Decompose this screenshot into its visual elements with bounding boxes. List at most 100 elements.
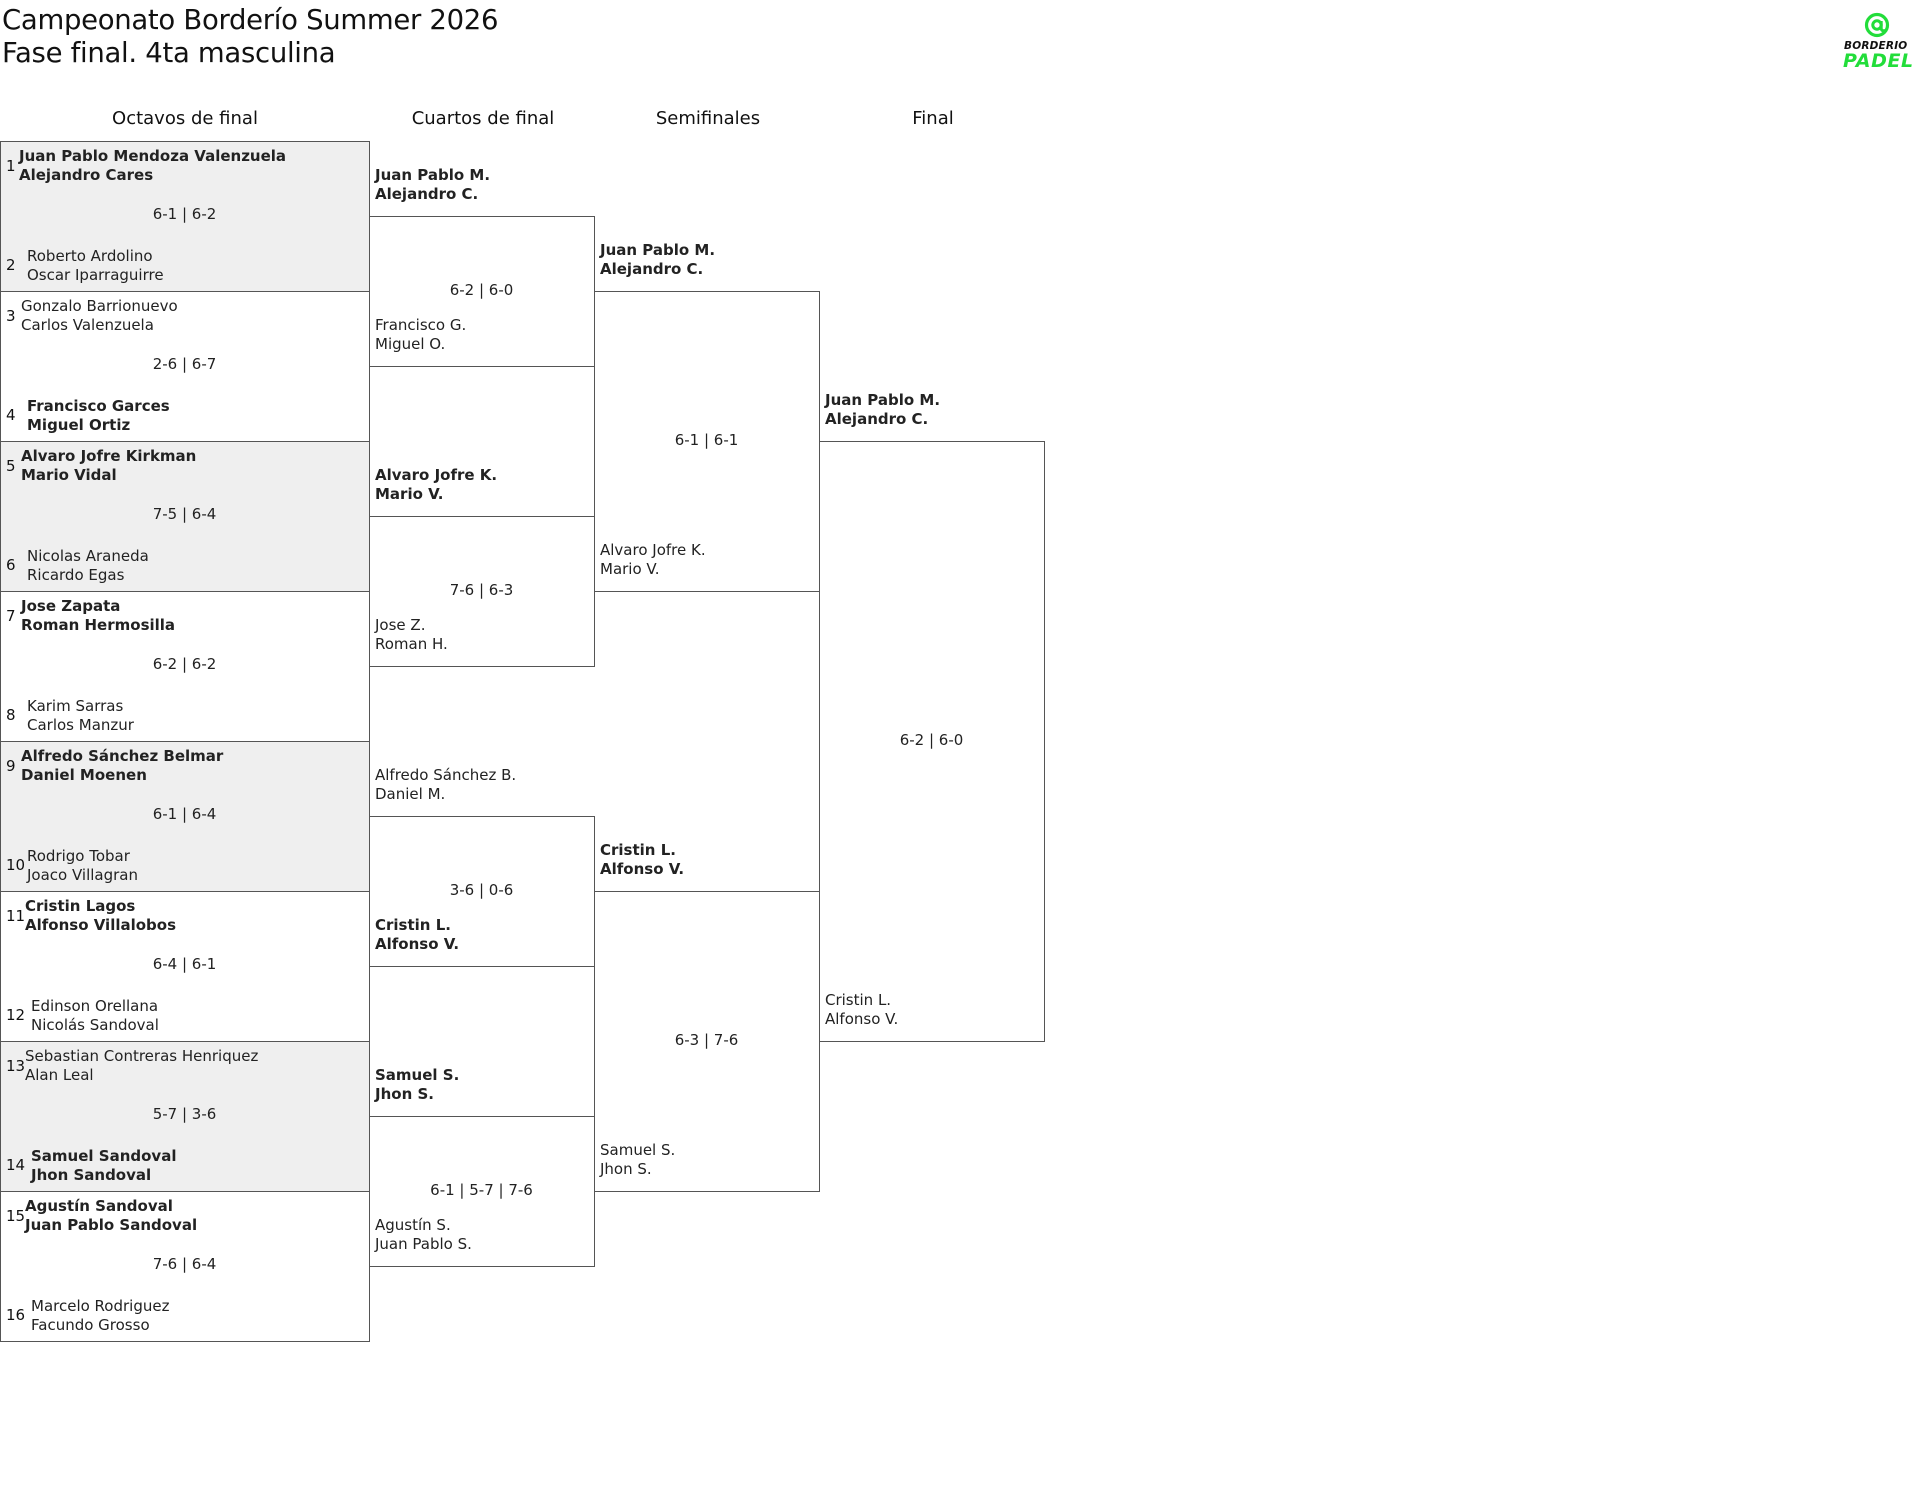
r16-match-5-team-top-player-2: Daniel Moenen bbox=[21, 766, 147, 784]
r16-match-8-seed-top: 15 bbox=[6, 1207, 26, 1225]
r16-match-4-seed-top: 7 bbox=[6, 607, 16, 625]
r16-match-1-team-bottom-player-2: Oscar Iparraguirre bbox=[27, 266, 164, 284]
r16-match-6-team-top-player-1: Cristin Lagos bbox=[25, 897, 136, 915]
title-line-1: Campeonato Borderío Summer 2026 bbox=[2, 4, 499, 36]
r16-match-6-seed-top: 11 bbox=[6, 907, 26, 925]
r16-match-7-seed-bottom: 14 bbox=[6, 1156, 26, 1174]
round-header-final: Final bbox=[912, 108, 954, 129]
r16-match-4-team-bottom-player-1: Karim Sarras bbox=[27, 697, 124, 715]
qf-match-4-team-bottom-player-1: Agustín S. bbox=[375, 1216, 451, 1234]
r16-match-3-team-bottom-player-1: Nicolas Araneda bbox=[27, 547, 149, 565]
sf-match-2-team-top-player-1: Cristin L. bbox=[600, 841, 676, 859]
r16-match-3-team-top-player-2: Mario Vidal bbox=[21, 466, 117, 484]
r16-match-4-score: 6-2 | 6-2 bbox=[152, 655, 217, 673]
r16-match-2-team-top-player-1: Gonzalo Barrionuevo bbox=[21, 297, 178, 315]
r16-match-3-team-top-player-1: Alvaro Jofre Kirkman bbox=[21, 447, 197, 465]
qf-match-2-team-bottom-player-1: Jose Z. bbox=[375, 616, 426, 634]
r16-match-5-team-top-player-1: Alfredo Sánchez Belmar bbox=[21, 747, 224, 765]
final-match-1-team-bottom-player-2: Alfonso V. bbox=[825, 1010, 899, 1028]
sf-match-1-score: 6-1 | 6-1 bbox=[674, 431, 739, 449]
sf-match-1-team-top-player-2: Alejandro C. bbox=[600, 260, 704, 278]
r16-match-3[interactable] bbox=[0, 441, 370, 592]
sf-match-1-team-bottom-player-1: Alvaro Jofre K. bbox=[600, 541, 706, 559]
qf-match-1-team-bottom-player-2: Miguel O. bbox=[375, 335, 446, 353]
r16-match-3-team-bottom-player-2: Ricardo Egas bbox=[27, 566, 125, 584]
qf-match-2-score: 7-6 | 6-3 bbox=[449, 581, 514, 599]
sf-match-2-team-bottom-player-1: Samuel S. bbox=[600, 1141, 676, 1159]
r16-match-8-team-bottom-player-2: Facundo Grosso bbox=[31, 1316, 150, 1334]
qf-match-4-score: 6-1 | 5-7 | 7-6 bbox=[430, 1181, 533, 1199]
r16-match-4-team-bottom-player-2: Carlos Manzur bbox=[27, 716, 134, 734]
r16-match-5-team-bottom-player-1: Rodrigo Tobar bbox=[27, 847, 130, 865]
r16-match-5-seed-top: 9 bbox=[6, 757, 16, 775]
r16-match-3-seed-top: 5 bbox=[6, 457, 16, 475]
r16-match-5[interactable] bbox=[0, 741, 370, 892]
sf-match-1-team-top-player-1: Juan Pablo M. bbox=[600, 241, 716, 259]
qf-match-1-team-bottom-player-1: Francisco G. bbox=[375, 316, 467, 334]
round-header-octavos: Octavos de final bbox=[112, 108, 258, 129]
r16-match-3-score: 7-5 | 6-4 bbox=[152, 505, 217, 523]
qf-match-3-team-top-player-2: Daniel M. bbox=[375, 785, 446, 803]
r16-match-3-seed-bottom: 6 bbox=[6, 556, 16, 574]
r16-match-4-seed-bottom: 8 bbox=[6, 706, 16, 724]
r16-match-7-team-top-player-1: Sebastian Contreras Henriquez bbox=[25, 1047, 259, 1065]
r16-match-7-team-bottom-player-2: Jhon Sandoval bbox=[31, 1166, 152, 1184]
r16-match-8-team-bottom-player-1: Marcelo Rodriguez bbox=[31, 1297, 170, 1315]
r16-match-2-score: 2-6 | 6-7 bbox=[152, 355, 217, 373]
at-sign-icon bbox=[1864, 12, 1890, 38]
qf-match-3-team-bottom-player-2: Alfonso V. bbox=[375, 935, 460, 953]
round-header-semifinales: Semifinales bbox=[655, 108, 761, 129]
logo-word-borderio: BORDERIO bbox=[1844, 40, 1908, 52]
r16-match-8-team-top-player-1: Agustín Sandoval bbox=[25, 1197, 173, 1215]
r16-match-2-team-bottom-player-2: Miguel Ortiz bbox=[27, 416, 131, 434]
r16-match-1-team-bottom-player-1: Roberto Ardolino bbox=[27, 247, 153, 265]
r16-match-7-team-bottom-player-1: Samuel Sandoval bbox=[31, 1147, 177, 1165]
title-line-2: Fase final. 4ta masculina bbox=[2, 37, 336, 69]
qf-match-2-team-bottom-player-2: Roman H. bbox=[375, 635, 448, 653]
qf-match-2-team-top-player-2: Mario V. bbox=[375, 485, 444, 503]
logo-word-padel: PADEL bbox=[1843, 50, 1914, 72]
qf-match-3-score: 3-6 | 0-6 bbox=[449, 881, 514, 899]
brand-logo: BORDERIO PADEL bbox=[1838, 12, 1918, 72]
r16-match-5-team-bottom-player-2: Joaco Villagran bbox=[27, 866, 138, 884]
final-match-1[interactable] bbox=[819, 441, 1045, 1042]
r16-match-8-score: 7-6 | 6-4 bbox=[152, 1255, 217, 1273]
r16-match-7[interactable] bbox=[0, 1041, 370, 1192]
sf-match-2-score: 6-3 | 7-6 bbox=[674, 1031, 739, 1049]
r16-match-4-team-top-player-2: Roman Hermosilla bbox=[21, 616, 176, 634]
r16-match-4-team-top-player-1: Jose Zapata bbox=[21, 597, 121, 615]
qf-match-1-score: 6-2 | 6-0 bbox=[449, 281, 514, 299]
final-match-1-team-top-player-2: Alejandro C. bbox=[825, 410, 929, 428]
r16-match-8-seed-bottom: 16 bbox=[6, 1306, 26, 1324]
qf-match-3-team-top-player-1: Alfredo Sánchez B. bbox=[375, 766, 517, 784]
r16-match-7-team-top-player-2: Alan Leal bbox=[25, 1066, 94, 1084]
sf-match-2-team-top-player-2: Alfonso V. bbox=[600, 860, 685, 878]
sf-match-2-team-bottom-player-2: Jhon S. bbox=[600, 1160, 652, 1178]
r16-match-6-score: 6-4 | 6-1 bbox=[152, 955, 217, 973]
final-match-1-team-bottom-player-1: Cristin L. bbox=[825, 991, 892, 1009]
r16-match-2-seed-top: 3 bbox=[6, 307, 16, 325]
r16-match-7-score: 5-7 | 3-6 bbox=[152, 1105, 217, 1123]
r16-match-2-team-top-player-2: Carlos Valenzuela bbox=[21, 316, 154, 334]
r16-match-5-seed-bottom: 10 bbox=[6, 856, 26, 874]
r16-match-5-score: 6-1 | 6-4 bbox=[152, 805, 217, 823]
qf-match-2-team-top-player-1: Alvaro Jofre K. bbox=[375, 466, 498, 484]
qf-match-1-team-top-player-2: Alejandro C. bbox=[375, 185, 479, 203]
r16-match-1-score: 6-1 | 6-2 bbox=[152, 205, 217, 223]
page-title: Campeonato Borderío Summer 2026 Fase fin… bbox=[2, 4, 498, 70]
qf-match-1-team-top-player-1: Juan Pablo M. bbox=[375, 166, 491, 184]
r16-match-6-team-bottom-player-1: Edinson Orellana bbox=[31, 997, 159, 1015]
r16-match-1-team-top-player-2: Alejandro Cares bbox=[19, 166, 154, 184]
r16-match-2-seed-bottom: 4 bbox=[6, 406, 16, 424]
qf-match-4-team-top-player-2: Jhon S. bbox=[375, 1085, 434, 1103]
r16-match-8-team-top-player-2: Juan Pablo Sandoval bbox=[25, 1216, 198, 1234]
final-match-1-score: 6-2 | 6-0 bbox=[899, 731, 964, 749]
r16-match-6-seed-bottom: 12 bbox=[6, 1006, 26, 1024]
r16-match-7-seed-top: 13 bbox=[6, 1057, 26, 1075]
r16-match-2-team-bottom-player-1: Francisco Garces bbox=[27, 397, 170, 415]
r16-match-1-seed-top: 1 bbox=[6, 157, 16, 175]
r16-match-1-seed-bottom: 2 bbox=[6, 256, 16, 274]
r16-match-1-team-top-player-1: Juan Pablo Mendoza Valenzuela bbox=[19, 147, 287, 165]
qf-match-4-team-bottom-player-2: Juan Pablo S. bbox=[375, 1235, 472, 1253]
r16-match-6-team-bottom-player-2: Nicolás Sandoval bbox=[31, 1016, 159, 1034]
